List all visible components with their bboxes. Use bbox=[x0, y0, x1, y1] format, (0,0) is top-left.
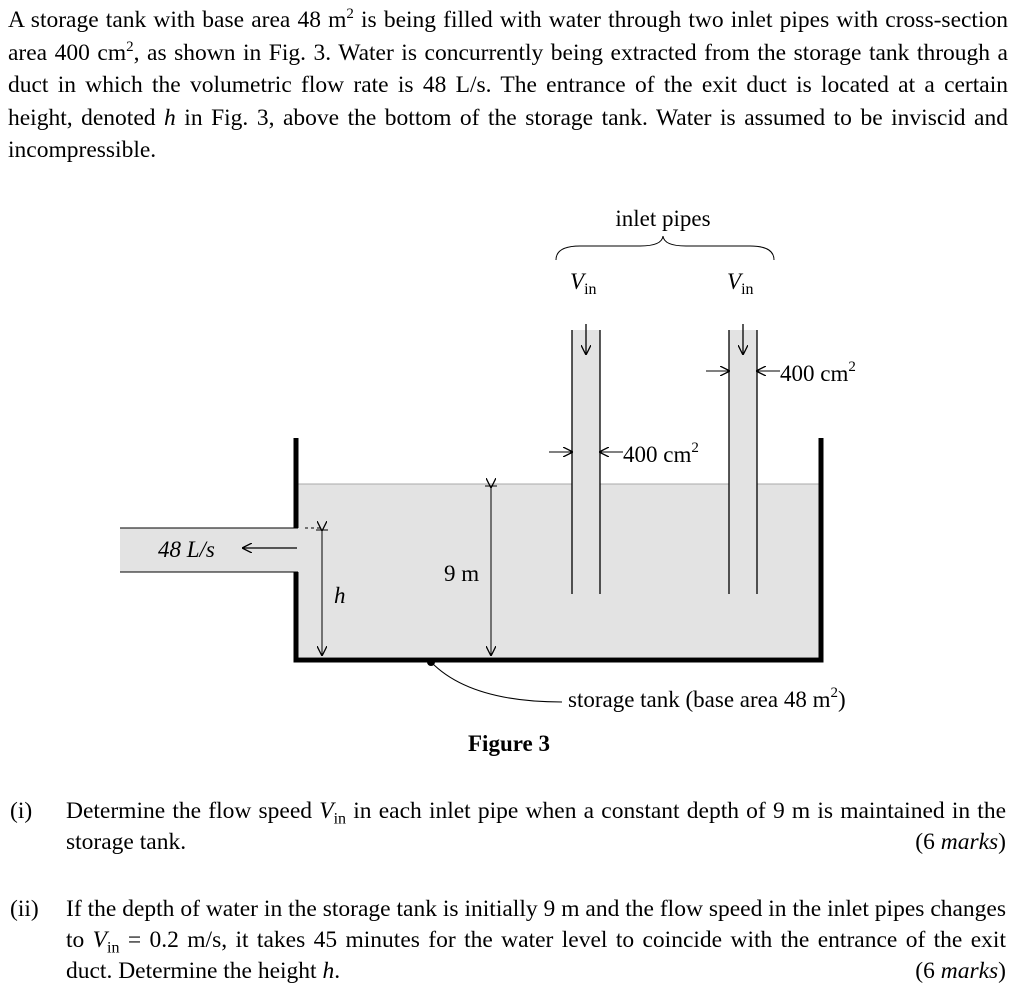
figure-3-diagram: inlet pipes Vin Vin 400 cm2 400 cm2 48 L… bbox=[120, 206, 856, 712]
vin-label-left: Vin bbox=[570, 269, 597, 298]
inlet-pipe-left bbox=[572, 330, 600, 594]
question-number: (ii) bbox=[10, 896, 39, 922]
area-label-right: 400 cm2 bbox=[780, 359, 856, 386]
tank-walls bbox=[293, 438, 824, 663]
vin-label-right: Vin bbox=[727, 269, 754, 298]
problem-statement: A storage tank with base area 48 m2 is b… bbox=[8, 6, 1008, 163]
question-number: (i) bbox=[10, 798, 33, 824]
question-text: Determine the flow speed Vin in each inl… bbox=[66, 796, 1006, 858]
exit-flow-label: 48 L/s bbox=[158, 537, 215, 562]
marks-label: (6 marks) bbox=[915, 829, 1006, 855]
callout-leader bbox=[430, 661, 563, 703]
area-label-left: 400 cm2 bbox=[623, 440, 699, 467]
question-text: If the depth of water in the storage tan… bbox=[66, 894, 1006, 987]
depth-label: 9 m bbox=[444, 561, 479, 586]
figure-caption: Figure 3 bbox=[468, 731, 550, 756]
h-label: h bbox=[334, 583, 346, 608]
inlet-pipes-label: inlet pipes bbox=[615, 206, 710, 231]
marks-label: (6 marks) bbox=[915, 958, 1006, 984]
exit-duct bbox=[120, 528, 298, 572]
inlet-pipe-right bbox=[729, 330, 757, 594]
inlet-brace bbox=[555, 235, 775, 261]
tank-label: storage tank (base area 48 m2) bbox=[568, 685, 846, 712]
